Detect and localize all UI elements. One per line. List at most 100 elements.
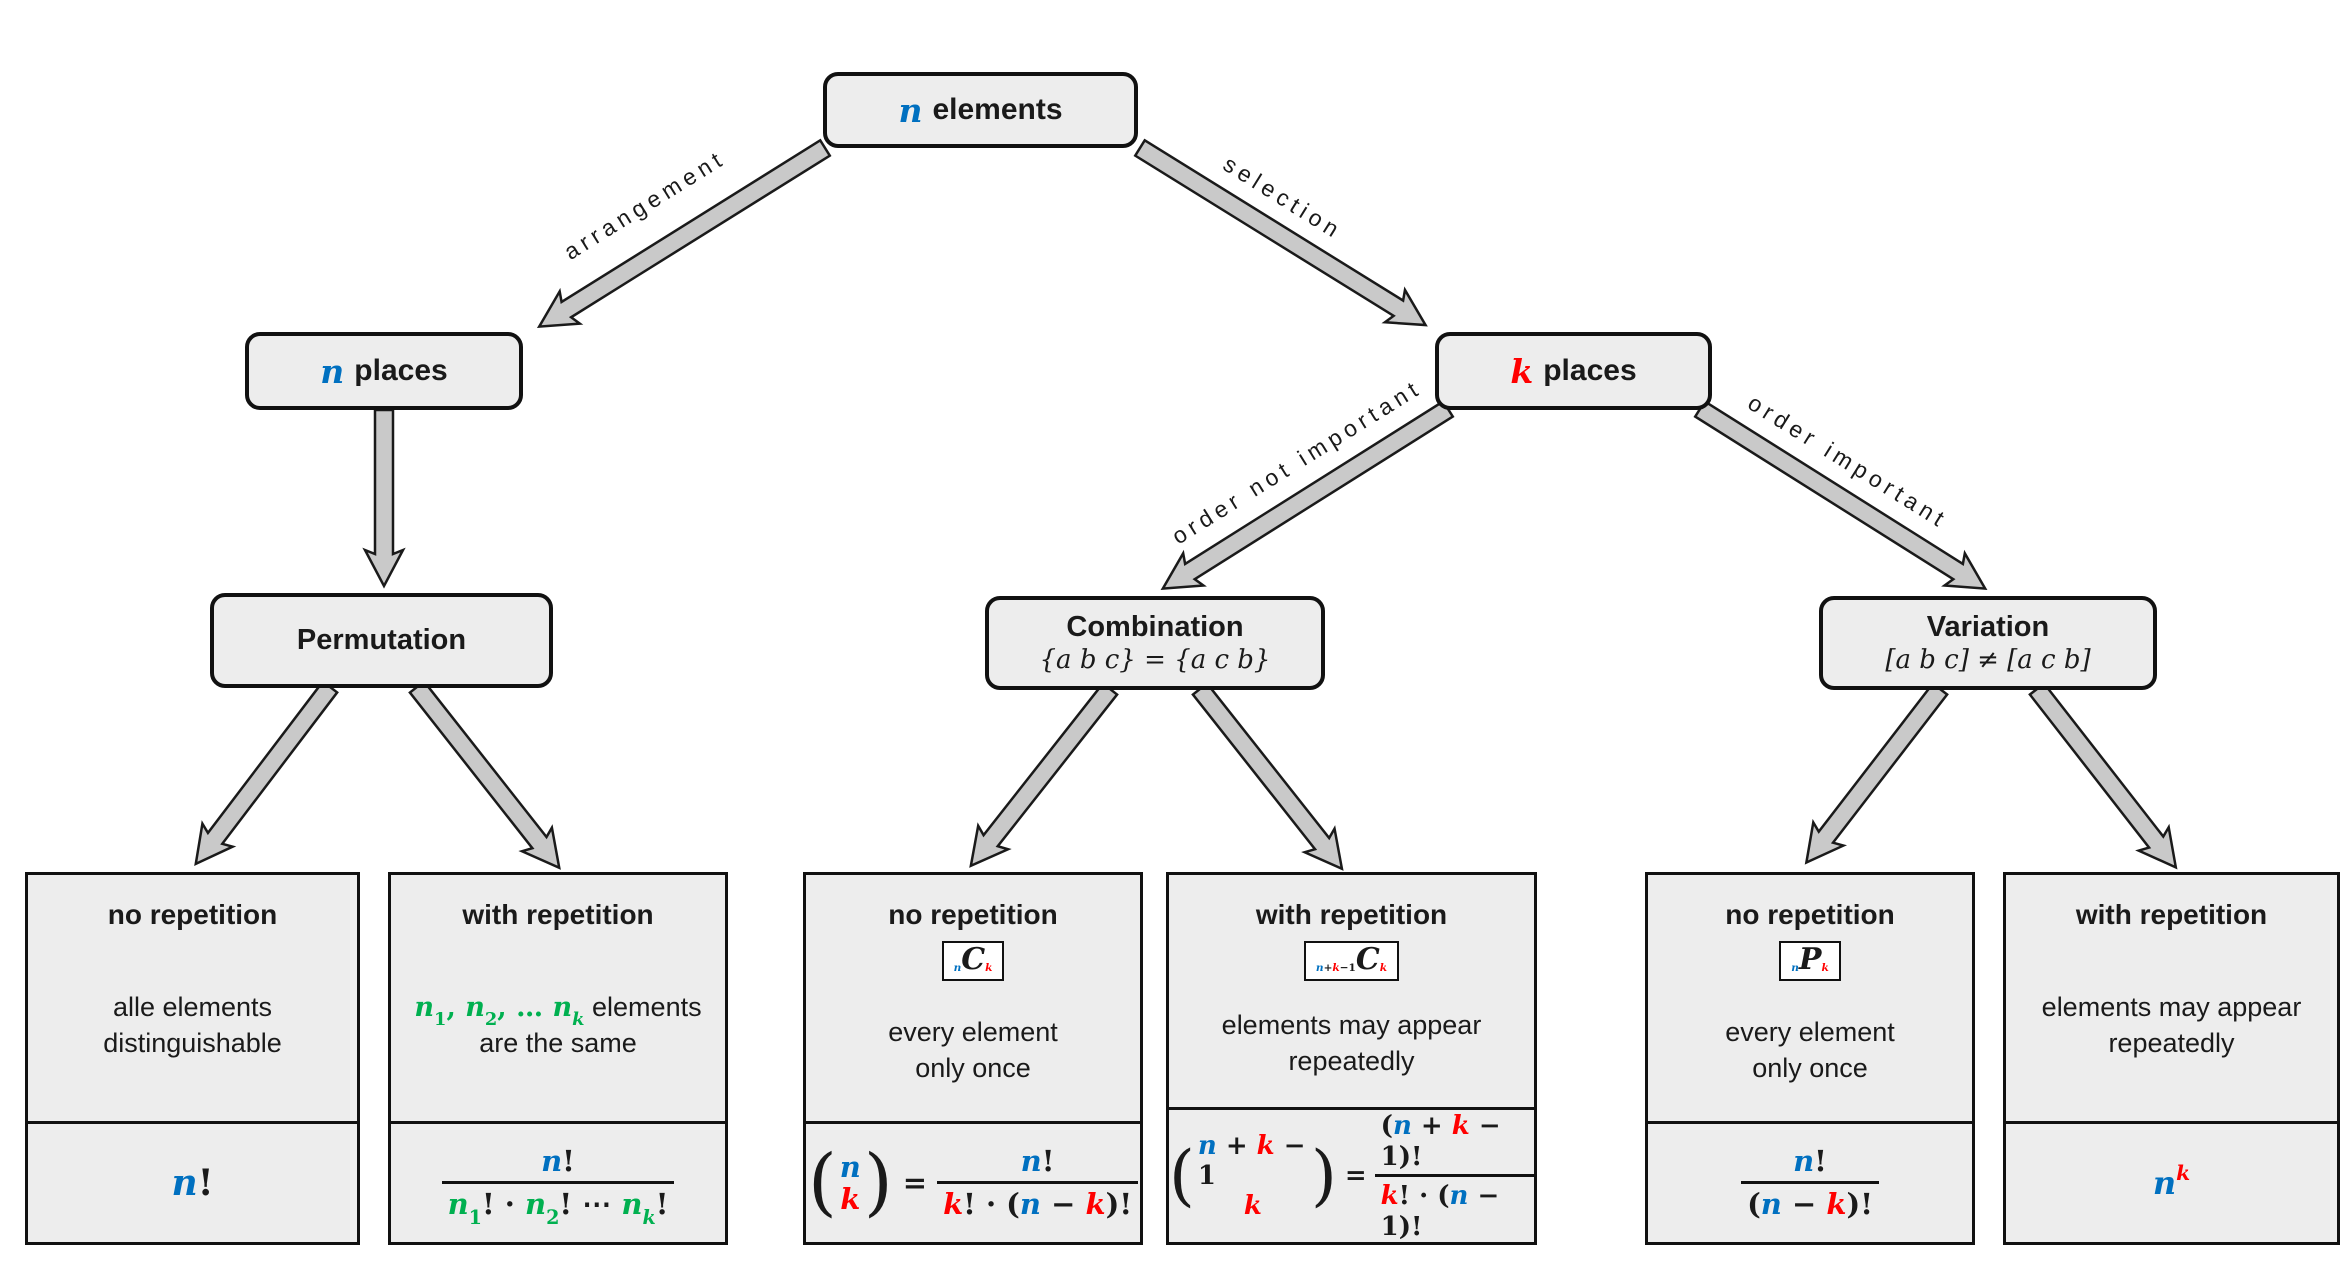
binomial-coefficient: ( n k ) bbox=[807, 1139, 893, 1226]
left-paren: ( bbox=[1169, 1136, 1195, 1215]
math-factorial: ! bbox=[481, 1187, 495, 1221]
math-n1: n bbox=[447, 1187, 469, 1221]
math-sub: 1 bbox=[468, 1205, 482, 1229]
formula-falling-factorial: n! (n − k)! bbox=[1648, 1121, 1972, 1242]
math-plus: + bbox=[1216, 1131, 1257, 1162]
math-nk: n bbox=[552, 992, 573, 1024]
math-n: n bbox=[171, 1162, 198, 1204]
desc-line: repeatedly bbox=[1288, 1046, 1415, 1076]
math-sub: 1 bbox=[434, 1009, 447, 1031]
formula-multiset-binomial: ( n + k − 1 k ) = (n + k − 1)! k! · (n −… bbox=[1169, 1107, 1534, 1242]
math-factorial: ! bbox=[562, 1144, 575, 1178]
math-k: k bbox=[840, 1182, 861, 1216]
formula-n-factorial: n! bbox=[28, 1121, 357, 1242]
desc-line: are the same bbox=[479, 1028, 637, 1058]
arrow-n-places-to-permutation bbox=[362, 408, 406, 589]
math-sub: k bbox=[642, 1205, 656, 1229]
math-k: k bbox=[943, 1187, 964, 1221]
math-k: k bbox=[1451, 1111, 1470, 1141]
desc-line: alle elements bbox=[112, 992, 273, 1023]
math-paren-factorial: )! bbox=[1398, 1142, 1423, 1172]
formula-binomial: ( n k ) = n! k! · (n − k)! bbox=[806, 1121, 1140, 1242]
arrow-arrangement bbox=[536, 138, 832, 329]
formula-multiset-permutation: n! n1! · n2! ⋯ nk! bbox=[391, 1121, 725, 1242]
desc-line: every element bbox=[1725, 1017, 1895, 1048]
leaf-description: every element only once bbox=[1725, 981, 1895, 1121]
leaf-description: elements may appear repeatedly bbox=[1222, 981, 1482, 1107]
math-sub: k bbox=[572, 1009, 585, 1031]
badge-letter-C: C bbox=[961, 942, 986, 977]
math-sub: 2 bbox=[546, 1205, 560, 1229]
node-k-places: k places bbox=[1435, 332, 1712, 410]
leaf-heading: with repetition bbox=[2075, 899, 2268, 930]
math-k: k bbox=[1256, 1131, 1275, 1162]
var-k: k bbox=[1510, 351, 1534, 391]
math-n: n bbox=[1019, 1187, 1041, 1221]
math-paren-factorial: )! bbox=[1846, 1187, 1873, 1221]
desc-line: every element bbox=[888, 1017, 1058, 1048]
equals-sign: = bbox=[1344, 1161, 1367, 1191]
math-paren: ( bbox=[1747, 1187, 1761, 1221]
math-minus-1: − 1 bbox=[1380, 1111, 1501, 1172]
math-n: n bbox=[1392, 1111, 1412, 1141]
leaf-heading: no repetition bbox=[1725, 899, 1895, 930]
math-plus: + bbox=[1411, 1111, 1452, 1141]
leaf-description: every element only once bbox=[888, 981, 1058, 1121]
math-nk: n bbox=[621, 1187, 643, 1221]
desc-line: distinguishable bbox=[103, 1028, 282, 1058]
desc-line: elements may appear bbox=[1221, 1010, 1482, 1041]
desc-line: only once bbox=[915, 1053, 1031, 1083]
math-n: n bbox=[1197, 1131, 1217, 1162]
math-minus: − bbox=[1781, 1187, 1827, 1221]
leaf-heading: no repetition bbox=[107, 899, 278, 930]
desc-line: repeatedly bbox=[2108, 1028, 2235, 1058]
leaf-heading: with repetition bbox=[462, 899, 654, 930]
arrow-variation-with-rep bbox=[2028, 681, 2178, 870]
math-n: n bbox=[1020, 1144, 1042, 1178]
desc-line: only once bbox=[1752, 1053, 1868, 1083]
math-n: n bbox=[839, 1149, 861, 1184]
combination-title: Combination bbox=[1066, 610, 1244, 643]
math-factorial: ! bbox=[1041, 1144, 1055, 1178]
math-ops: )! bbox=[1105, 1187, 1133, 1221]
math-n2: n bbox=[525, 1187, 547, 1221]
desc-text: elements bbox=[592, 992, 702, 1023]
right-paren: ) bbox=[863, 1139, 893, 1226]
math-k: k bbox=[1826, 1187, 1847, 1221]
math-factorial: ! bbox=[559, 1187, 573, 1221]
node-k-places-label: places bbox=[1543, 354, 1637, 387]
leaf-description: elements may appear repeatedly bbox=[2042, 931, 2302, 1121]
leaf-permutation-no-repetition: no repetition alle elements distinguisha… bbox=[25, 872, 360, 1245]
var-n: n bbox=[320, 351, 345, 391]
math-ops: ! · ( bbox=[1398, 1181, 1450, 1211]
math-n: n bbox=[1449, 1181, 1469, 1211]
leaf-heading: no repetition bbox=[888, 899, 1058, 930]
node-combination: Combination {a b c} = {a c b} bbox=[985, 596, 1325, 690]
math-n: n bbox=[1760, 1187, 1782, 1221]
variation-subtitle: [a b c] ≠ [a c b] bbox=[1885, 644, 2091, 675]
badge-letter-C: C bbox=[1355, 942, 1380, 977]
left-paren: ( bbox=[807, 1139, 837, 1226]
arrow-selection bbox=[1133, 138, 1428, 327]
arrow-variation-no-rep bbox=[1804, 681, 1949, 865]
node-n-elements-label: elements bbox=[932, 93, 1063, 126]
math-dots: , … bbox=[497, 992, 553, 1024]
permutation-title: Permutation bbox=[296, 624, 467, 656]
math-ops: ! · ( bbox=[963, 1187, 1020, 1221]
badge-letter-P: P bbox=[1798, 942, 1822, 977]
math-factorial: ! bbox=[197, 1162, 214, 1204]
node-permutation: Permutation bbox=[210, 593, 553, 688]
var-n: n bbox=[898, 90, 923, 130]
binomial-coefficient: ( n + k − 1 k ) bbox=[1169, 1131, 1337, 1220]
arrow-combination-no-rep bbox=[969, 681, 1119, 868]
math-k: k bbox=[1085, 1187, 1106, 1221]
